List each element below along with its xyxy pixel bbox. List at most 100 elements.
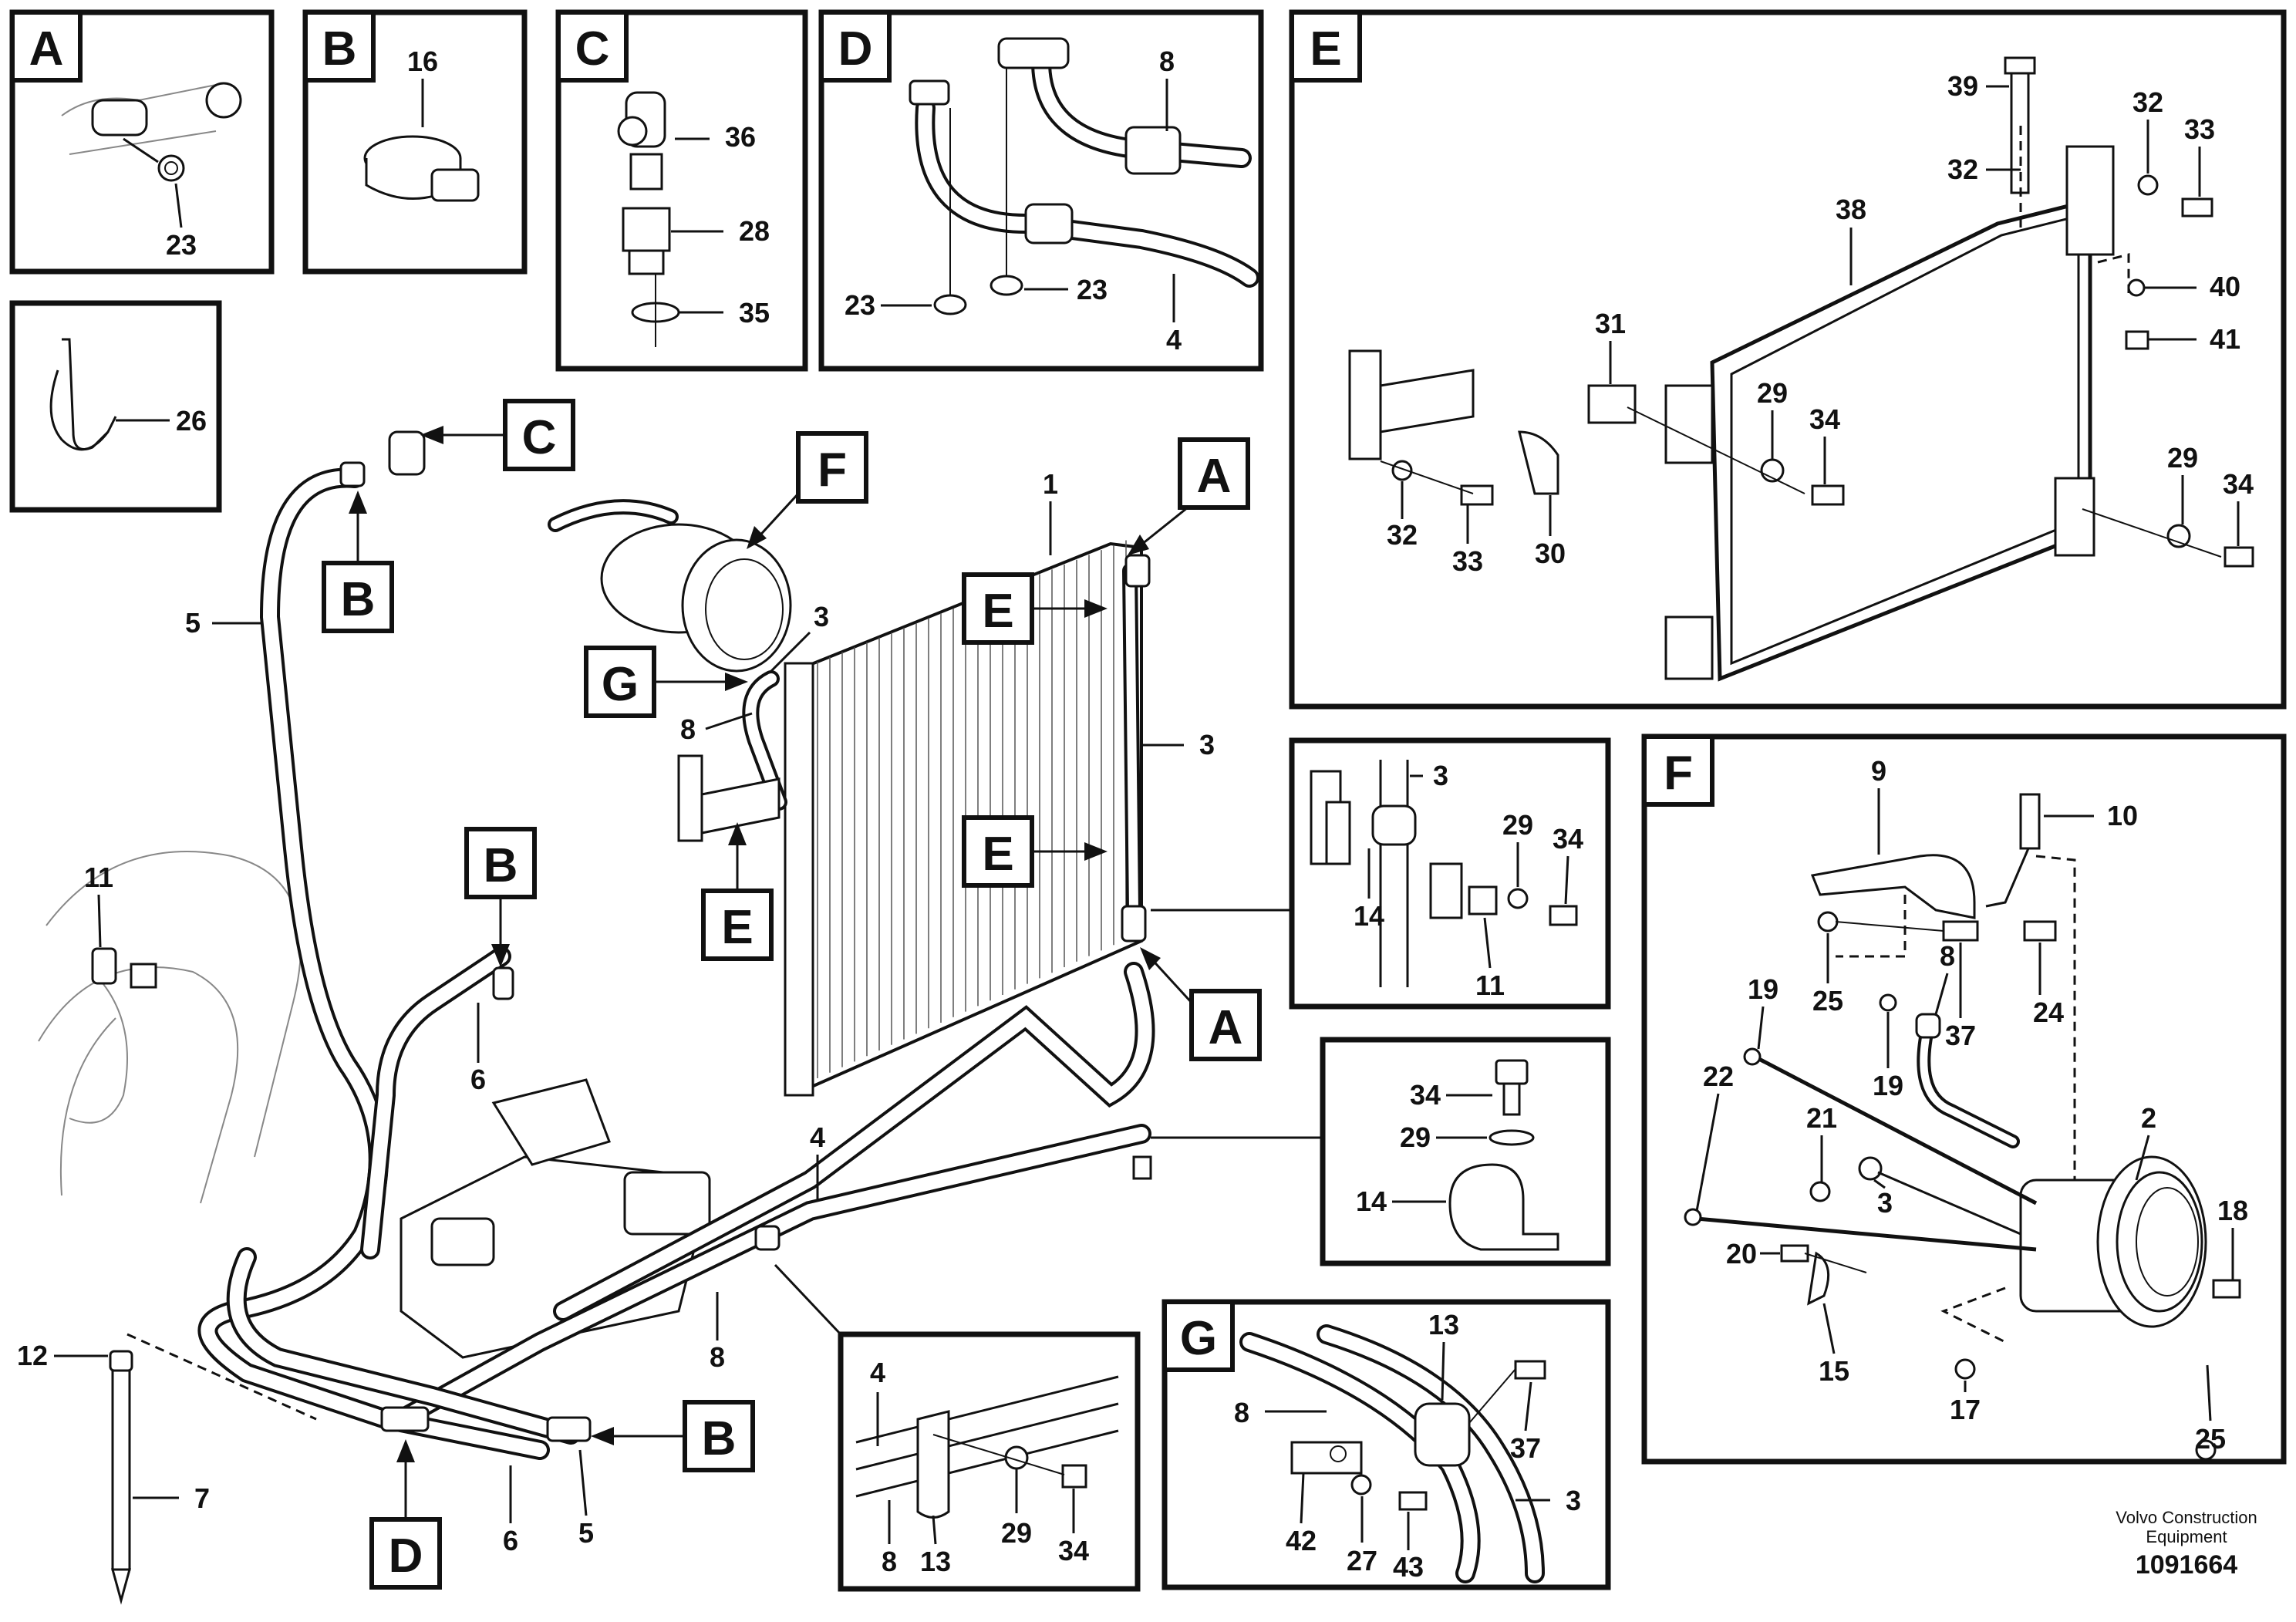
label: 43 bbox=[1393, 1551, 1424, 1583]
label: 13 bbox=[1428, 1309, 1459, 1340]
label: 32 bbox=[2132, 86, 2163, 118]
label: 4 bbox=[1166, 324, 1182, 356]
label: 7 bbox=[194, 1482, 210, 1514]
label: 37 bbox=[1945, 1020, 1976, 1051]
svg-text:B: B bbox=[484, 839, 518, 892]
label: 8 bbox=[882, 1546, 897, 1577]
callout-e-top: E bbox=[962, 572, 1108, 645]
label: 1 bbox=[1043, 468, 1058, 500]
panel-b-tag: B bbox=[322, 22, 357, 76]
panel-b: B 16 bbox=[302, 9, 528, 275]
label: 33 bbox=[2184, 113, 2215, 145]
label: 21 bbox=[1806, 1102, 1837, 1134]
label: 3 bbox=[1566, 1485, 1581, 1516]
label: 34 bbox=[1058, 1535, 1089, 1566]
panel-f-tag: F bbox=[1664, 747, 1693, 800]
label: 9 bbox=[1871, 755, 1886, 787]
label: 12 bbox=[17, 1340, 48, 1371]
svg-text:B: B bbox=[702, 1412, 737, 1465]
label: 30 bbox=[1535, 538, 1566, 569]
label: 29 bbox=[2167, 442, 2198, 474]
label: 35 bbox=[739, 297, 770, 329]
footer-company-line2: Equipment bbox=[2146, 1527, 2227, 1546]
label: 32 bbox=[1947, 153, 1978, 185]
callout-e-low: E bbox=[701, 822, 774, 961]
svg-text:A: A bbox=[1197, 450, 1232, 503]
svg-text:B: B bbox=[341, 573, 376, 626]
label: 19 bbox=[1873, 1070, 1903, 1101]
label: 24 bbox=[2033, 996, 2064, 1028]
callout-b-top: B bbox=[322, 491, 394, 633]
panel-a-tag: A bbox=[29, 22, 64, 76]
label: 29 bbox=[1502, 809, 1533, 841]
label: 27 bbox=[1347, 1545, 1377, 1576]
label: 34 bbox=[2223, 468, 2254, 500]
panel-clamp-e: 3 29 34 14 11 bbox=[1289, 737, 1611, 1010]
label: 11 bbox=[84, 862, 113, 893]
svg-text:A: A bbox=[1209, 1001, 1243, 1054]
label: 5 bbox=[185, 607, 201, 639]
label: 34 bbox=[1410, 1079, 1441, 1111]
callout-c: C bbox=[420, 399, 575, 471]
panel-a: A 23 bbox=[9, 9, 275, 275]
label: 14 bbox=[1356, 1185, 1387, 1217]
panel-c: C 36 28 35 bbox=[555, 9, 808, 372]
label: 36 bbox=[725, 121, 756, 153]
label: 22 bbox=[1703, 1061, 1734, 1092]
label: 23 bbox=[1077, 274, 1108, 305]
main-assembly: C B F E G E bbox=[17, 399, 1323, 1605]
callout-a-low: A bbox=[1140, 947, 1262, 1061]
label: 10 bbox=[2107, 800, 2138, 831]
label: 16 bbox=[407, 46, 438, 77]
label: 40 bbox=[2210, 271, 2240, 302]
label: 6 bbox=[470, 1064, 486, 1095]
label: 4 bbox=[810, 1121, 825, 1153]
label: 34 bbox=[1809, 403, 1840, 435]
label: 25 bbox=[2195, 1423, 2226, 1455]
footer: Volvo Construction Equipment 1091664 bbox=[2116, 1508, 2257, 1580]
label: 18 bbox=[2217, 1195, 2248, 1226]
panel-f: F bbox=[1641, 733, 2287, 1465]
label: 3 bbox=[1433, 760, 1448, 791]
panel-g: G 13 8 37 42 27 43 3 bbox=[1161, 1299, 1611, 1590]
callout-f: F bbox=[747, 431, 868, 549]
label: 5 bbox=[578, 1517, 594, 1549]
callout-b-mid: B bbox=[464, 827, 537, 967]
svg-text:G: G bbox=[602, 658, 639, 711]
svg-text:E: E bbox=[721, 901, 753, 954]
label: 34 bbox=[1553, 823, 1583, 855]
callout-b-low: B bbox=[591, 1400, 755, 1472]
label: 31 bbox=[1595, 308, 1626, 339]
label: 26 bbox=[176, 405, 207, 437]
panel-clamp-g: 4 8 13 29 34 bbox=[838, 1331, 1141, 1592]
label: 23 bbox=[166, 229, 197, 261]
svg-text:E: E bbox=[982, 585, 1013, 638]
label: 8 bbox=[1234, 1397, 1249, 1428]
label: 4 bbox=[870, 1357, 885, 1388]
label: 8 bbox=[710, 1341, 725, 1373]
callout-d: D bbox=[369, 1439, 442, 1590]
callout-a-top: A bbox=[1128, 437, 1250, 555]
panel-bracket: 34 29 14 bbox=[1320, 1037, 1611, 1266]
label: 14 bbox=[1354, 900, 1384, 932]
label: 6 bbox=[503, 1525, 518, 1556]
label: 38 bbox=[1836, 194, 1866, 225]
label: 3 bbox=[1877, 1187, 1893, 1219]
label: 20 bbox=[1726, 1238, 1757, 1270]
label: 15 bbox=[1819, 1355, 1849, 1387]
panel-c-tag: C bbox=[575, 22, 610, 76]
label: 19 bbox=[1748, 973, 1778, 1005]
label: 3 bbox=[1199, 729, 1215, 760]
panel-cable-tie: 26 bbox=[9, 300, 222, 513]
callout-e-mid: E bbox=[962, 815, 1108, 888]
panel-d: D 8 23 23 4 bbox=[818, 9, 1264, 372]
label: 29 bbox=[1001, 1517, 1032, 1549]
label: 42 bbox=[1286, 1525, 1317, 1556]
label: 29 bbox=[1400, 1121, 1431, 1153]
label: 41 bbox=[2210, 323, 2240, 355]
callout-g: G bbox=[584, 646, 748, 718]
panel-d-tag: D bbox=[838, 22, 873, 76]
svg-text:E: E bbox=[982, 828, 1013, 881]
svg-text:D: D bbox=[389, 1529, 423, 1583]
